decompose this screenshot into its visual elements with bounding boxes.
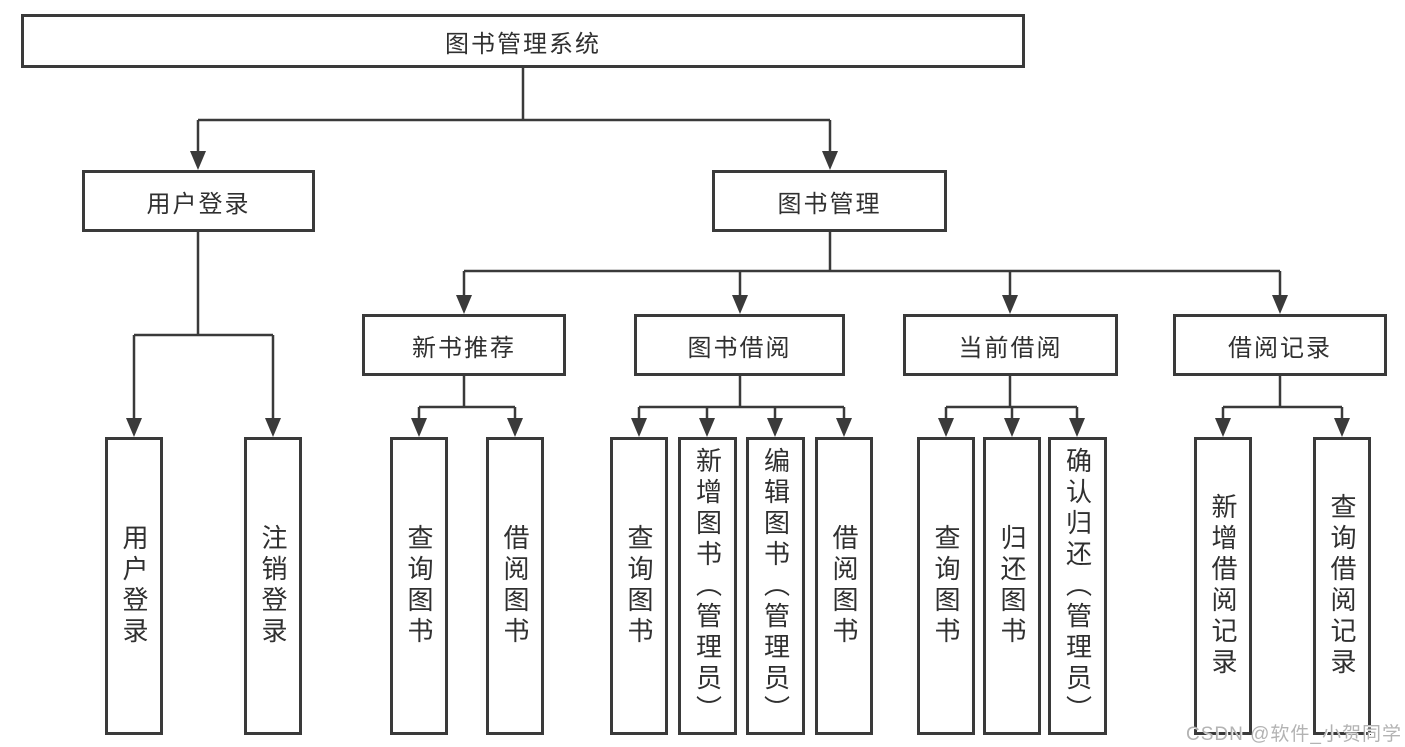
node-new-book-recommendation-label: 新书推荐: [412, 334, 516, 362]
node-current-borrowing-label: 当前借阅: [958, 334, 1063, 362]
connector-root-to-level2: [196, 68, 832, 152]
leaf-edit-books-admin: 编辑图书（管理员）: [746, 437, 805, 735]
leaf-query-books-1-label: 查询图书: [404, 524, 434, 648]
leaf-query-books-3: 查询图书: [917, 437, 975, 735]
node-book-management: 图书管理: [712, 170, 947, 232]
leaf-confirm-return-admin-label: 确认归还（管理员）: [1062, 446, 1093, 726]
leaf-query-books-2: 查询图书: [610, 437, 668, 735]
leaf-confirm-return-admin: 确认归还（管理员）: [1048, 437, 1107, 735]
leaf-borrow-books-1: 借阅图书: [486, 437, 544, 735]
node-book-borrowing: 图书借阅: [634, 314, 845, 376]
leaf-add-borrow-record: 新增借阅记录: [1194, 437, 1252, 735]
connector-bookmgmt-to-level3: [462, 232, 1282, 296]
leaf-borrow-books-2: 借阅图书: [815, 437, 873, 735]
node-user-login: 用户登录: [82, 170, 315, 232]
node-book-management-label: 图书管理: [777, 190, 882, 218]
leaf-query-books-3-label: 查询图书: [931, 524, 961, 648]
leaf-borrow-books-2-label: 借阅图书: [829, 524, 859, 648]
node-borrowing-records-label: 借阅记录: [1228, 334, 1332, 362]
node-root: 图书管理系统: [21, 14, 1025, 68]
node-root-label: 图书管理系统: [445, 30, 601, 58]
connector-userlogin-to-leaves: [132, 232, 275, 419]
leaf-return-books-label: 归还图书: [997, 524, 1027, 648]
leaf-add-books-admin: 新增图书（管理员）: [678, 437, 737, 735]
connector-records-to-leaves: [1221, 376, 1344, 419]
leaf-edit-books-admin-label: 编辑图书（管理员）: [760, 446, 791, 726]
connector-newbooks-to-leaves: [417, 376, 517, 419]
leaf-add-borrow-record-label: 新增借阅记录: [1208, 493, 1238, 679]
node-book-borrowing-label: 图书借阅: [687, 334, 792, 362]
leaf-query-borrow-record-label: 查询借阅记录: [1327, 493, 1357, 679]
leaf-logout-label: 注销登录: [258, 524, 288, 648]
leaf-return-books: 归还图书: [983, 437, 1041, 735]
leaf-add-books-admin-label: 新增图书（管理员）: [692, 446, 723, 726]
leaf-user-login: 用户登录: [105, 437, 163, 735]
connector-current-to-leaves: [944, 376, 1079, 419]
leaf-borrow-books-1-label: 借阅图书: [500, 524, 530, 648]
connector-borrowing-to-leaves: [637, 376, 846, 419]
node-current-borrowing: 当前借阅: [903, 314, 1118, 376]
leaf-query-borrow-record: 查询借阅记录: [1313, 437, 1371, 735]
leaf-query-books-2-label: 查询图书: [624, 524, 654, 648]
leaf-query-books-1: 查询图书: [390, 437, 448, 735]
csdn-watermark: CSDN @软件_小贺同学: [1186, 724, 1402, 745]
node-user-login-label: 用户登录: [146, 190, 251, 218]
leaf-user-login-label: 用户登录: [119, 524, 149, 648]
node-new-book-recommendation: 新书推荐: [362, 314, 566, 376]
leaf-logout: 注销登录: [244, 437, 302, 735]
node-borrowing-records: 借阅记录: [1173, 314, 1387, 376]
